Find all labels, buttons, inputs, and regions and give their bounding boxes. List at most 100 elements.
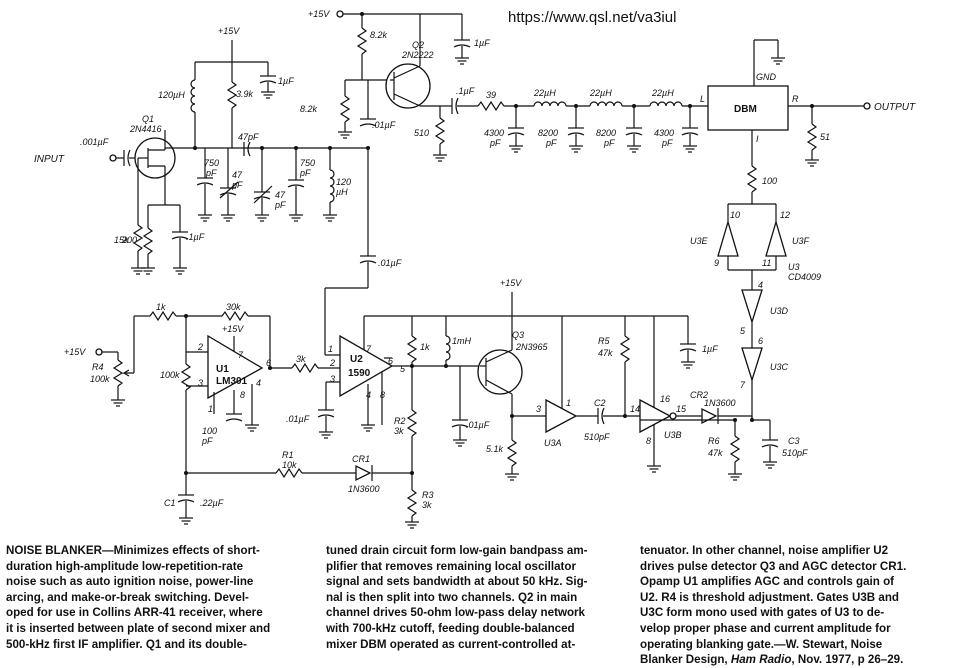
- u3b-pin15: 15: [676, 404, 687, 414]
- u2-pin5: 5: [400, 364, 406, 374]
- dbm-label: DBM: [734, 104, 757, 115]
- c-8200-b-label: 8200: [596, 128, 616, 138]
- r-15k-label: 15k: [114, 235, 129, 245]
- c-01-a-label: .01µF: [372, 120, 396, 130]
- u3a-label: U3A: [544, 438, 562, 448]
- l-120uh-label: 120µH: [158, 90, 185, 100]
- u3d-label: U3D: [770, 306, 789, 316]
- c-01-c-label: .01µF: [286, 414, 310, 424]
- u1-part: LM301: [216, 376, 248, 387]
- q2-part: 2N2222: [401, 50, 434, 60]
- u1-label: U1: [216, 364, 229, 375]
- u3a-pin3: 3: [536, 404, 541, 414]
- u2-pin1: 1: [328, 344, 333, 354]
- u3e-pin10: 10: [730, 210, 740, 220]
- r6-value: 47k: [708, 448, 723, 458]
- noise-blanker-schematic: INPUT .001µF Q1 2N4416 15k 200 .1µF: [34, 9, 916, 529]
- caption-line: nal is then split into two channels. Q2 …: [326, 590, 578, 604]
- caption-line: U3C form mono used with gates of U3 to d…: [640, 606, 885, 620]
- c-src-label: .1µF: [186, 232, 205, 242]
- caption-column-2: tuned drain circuit form low-gain bandpa…: [326, 543, 620, 652]
- caption-line: Blanker Design, Ham Radio, Nov. 1977, p …: [640, 652, 952, 668]
- supply-terminal-c: [95, 348, 103, 356]
- pf-label-c: pF: [274, 200, 286, 210]
- c-1uf-b-label: 1µF: [474, 38, 490, 48]
- u3c-pin6: 6: [758, 336, 763, 346]
- u2-amp: [339, 334, 394, 398]
- u1-pin1: 1: [208, 404, 213, 414]
- caption-line: oped for use in Collins ARR-41 receiver,…: [6, 606, 263, 620]
- noise-channel: .01µF +15V R4 100k 1k 30k U1 LM301 2 3 7: [64, 255, 808, 529]
- r3-label: R3: [422, 490, 434, 500]
- u1-pin6: 6: [266, 358, 271, 368]
- r-200-label: 200: [121, 235, 137, 245]
- r3-value: 3k: [422, 500, 432, 510]
- u2-label: U2: [350, 354, 363, 365]
- cr2-part: 1N3600: [704, 398, 736, 408]
- pf-label-d: pF: [299, 168, 311, 178]
- supply-label-e: +15V: [500, 278, 522, 288]
- caption-line: duration high-amplitude low-repetition-r…: [6, 559, 244, 573]
- source-url: https://www.qsl.net/va3iul: [508, 9, 677, 26]
- r-3k-label: 3k: [296, 354, 306, 364]
- u1-pin4: 4: [256, 378, 261, 388]
- input-terminal[interactable]: [109, 154, 117, 162]
- r-51-label: 51: [820, 132, 830, 142]
- u3e-label: U3E: [690, 236, 709, 246]
- caption-line: mixer DBM operated as current-controlled…: [326, 637, 576, 651]
- r5-label: R5: [598, 336, 610, 346]
- u1-opamp: [207, 334, 264, 400]
- cr1-diode: [355, 464, 372, 482]
- caption-line: signal and sets bandwidth at about 50 kH…: [326, 575, 588, 589]
- dbm-r-pin: R: [792, 94, 799, 104]
- u2-pin7: 7: [366, 344, 372, 354]
- pf-label-h: pF: [661, 138, 673, 148]
- u3e-pin9: 9: [714, 258, 719, 268]
- r-3k9-label: 3.9k: [236, 89, 254, 99]
- input-cap-value: .001µF: [80, 137, 109, 147]
- caption-line: it is inserted between plate of second m…: [6, 621, 271, 635]
- caption-line: NOISE BLANKER—Minimizes effects of short…: [6, 544, 260, 557]
- supply-label-a: +15V: [218, 26, 240, 36]
- c-out-label: .1µF: [456, 86, 475, 96]
- u2-pin3: 3: [330, 374, 335, 384]
- c-01-d-label: .01µF: [466, 420, 490, 430]
- caption-column-3: tenuator. In other channel, noise amplif…: [640, 543, 952, 668]
- cr1-label: CR1: [352, 454, 370, 464]
- c-4300-a-label: 4300: [484, 128, 504, 138]
- u1-pin2: 2: [197, 342, 203, 352]
- l-22-a-label: 22µH: [533, 88, 556, 98]
- caption-line: velop proper phase and current amplitude…: [640, 621, 891, 635]
- q1-label: Q1: [142, 114, 154, 124]
- c-4300-b-label: 4300: [654, 128, 674, 138]
- q3-label: Q3: [512, 330, 524, 340]
- gnd-label: GND: [756, 72, 777, 82]
- l-1mh-label: 1mH: [452, 336, 472, 346]
- u3b-label: U3B: [664, 430, 682, 440]
- u1-pin8: 8: [240, 390, 245, 400]
- pf-label-g: pF: [603, 138, 615, 148]
- caption-line: drives pulse detector Q3 and AGC detecto…: [640, 559, 907, 573]
- pf-label-a: pF: [205, 168, 217, 178]
- r-39-label: 39: [486, 90, 496, 100]
- pf-label-e: pF: [489, 138, 501, 148]
- c1-label: C1: [164, 498, 176, 508]
- u3c-gate: [741, 347, 763, 383]
- c-750-b-label: 750: [300, 158, 315, 168]
- caption-line: plifier that removes remaining local osc…: [326, 559, 576, 573]
- c3-value: 510pF: [782, 448, 808, 458]
- u3f-pin12: 12: [780, 210, 790, 220]
- u3c-pin7: 7: [740, 380, 746, 390]
- output-terminal[interactable]: [863, 102, 871, 110]
- l-22-b-label: 22µH: [589, 88, 612, 98]
- r-100k-label: 100k: [160, 370, 180, 380]
- u3-part: CD4009: [788, 272, 821, 282]
- c-01-b-label: .01µF: [378, 258, 402, 268]
- q2-stage: .01µF +15V 8.2k 8.2k Q2 2N2222 1µF 510: [300, 9, 490, 256]
- l-120-label: 120: [336, 177, 351, 187]
- r-1k-label: 1k: [156, 302, 166, 312]
- caption-line: noise such as auto ignition noise, power…: [6, 575, 254, 589]
- q2-transistor: [385, 63, 431, 109]
- r-8k2-b-label: 8.2k: [300, 104, 318, 114]
- u2-pin6: 6: [388, 356, 393, 366]
